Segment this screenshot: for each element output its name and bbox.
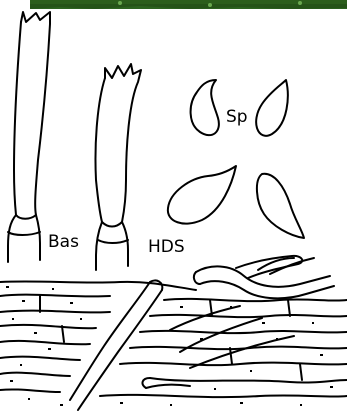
- spore-1: [191, 80, 219, 135]
- basidium-left: [8, 12, 50, 262]
- spore-4: [257, 174, 304, 238]
- label-pileipellis: HDS: [148, 237, 185, 257]
- label-basidia: Bas: [48, 232, 79, 252]
- basidium-center: [95, 64, 141, 270]
- photo-strip: [30, 0, 347, 9]
- spores: [168, 80, 304, 238]
- spore-3: [168, 166, 236, 224]
- spore-2: [256, 80, 288, 136]
- pileipellis-hyphae: [0, 256, 347, 410]
- label-spores: Sp: [226, 107, 248, 127]
